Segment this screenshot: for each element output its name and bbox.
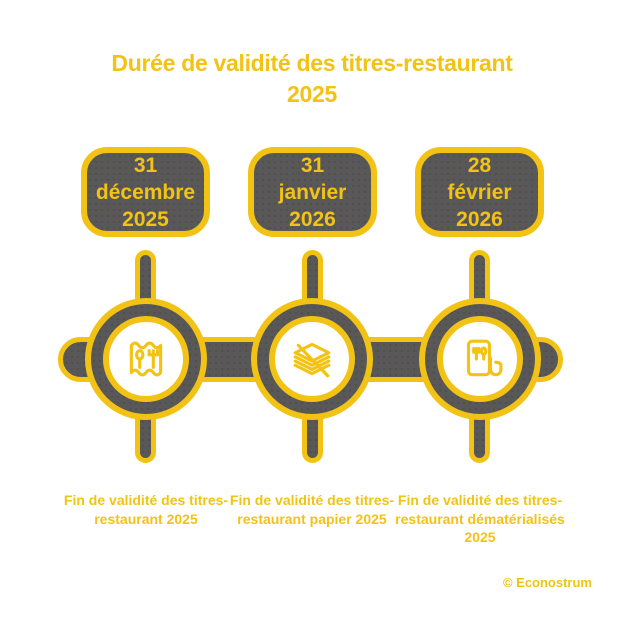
timeline-node-3-core (437, 316, 523, 402)
digital-voucher-phone-icon (466, 339, 503, 377)
date-line: 28 (467, 153, 492, 177)
date-card-february-2026: 28 février 2026 (415, 147, 544, 237)
caption-titres-restaurant-dematerialises-2025: Fin de validité des titres-restaurant dé… (395, 492, 565, 545)
timeline-node-2-core (269, 316, 355, 402)
timeline-node-2 (251, 298, 373, 420)
date-line: décembre (95, 180, 196, 204)
meal-voucher-receipt-icon (129, 341, 163, 377)
caption-titres-restaurant-2025: Fin de validité des titres-restaurant 20… (63, 492, 229, 527)
page-title: Durée de validité des titres-restaurant … (0, 48, 624, 110)
page-title-line2: 2025 (287, 81, 337, 107)
date-line: 2026 (289, 207, 336, 231)
credit-econostrum: © Econostrum (502, 575, 592, 590)
paper-vouchers-stack-icon (293, 342, 331, 378)
page-title-line1: Durée de validité des titres-restaurant (111, 50, 513, 76)
date-line: février (447, 180, 512, 204)
timeline-node-1-core (103, 316, 189, 402)
date-line: janvier (278, 180, 347, 204)
caption-titres-restaurant-papier-2025: Fin de validité des titres-restaurant pa… (229, 492, 395, 527)
date-card-december-2025: 31 décembre 2025 (81, 147, 210, 237)
timeline-node-3 (419, 298, 541, 420)
date-card-january-2026: 31 janvier 2026 (248, 147, 377, 237)
date-line: 2026 (456, 207, 503, 231)
date-line: 31 (133, 153, 158, 177)
date-line: 31 (300, 153, 325, 177)
timeline-node-1 (85, 298, 207, 420)
date-line: 2025 (122, 207, 169, 231)
